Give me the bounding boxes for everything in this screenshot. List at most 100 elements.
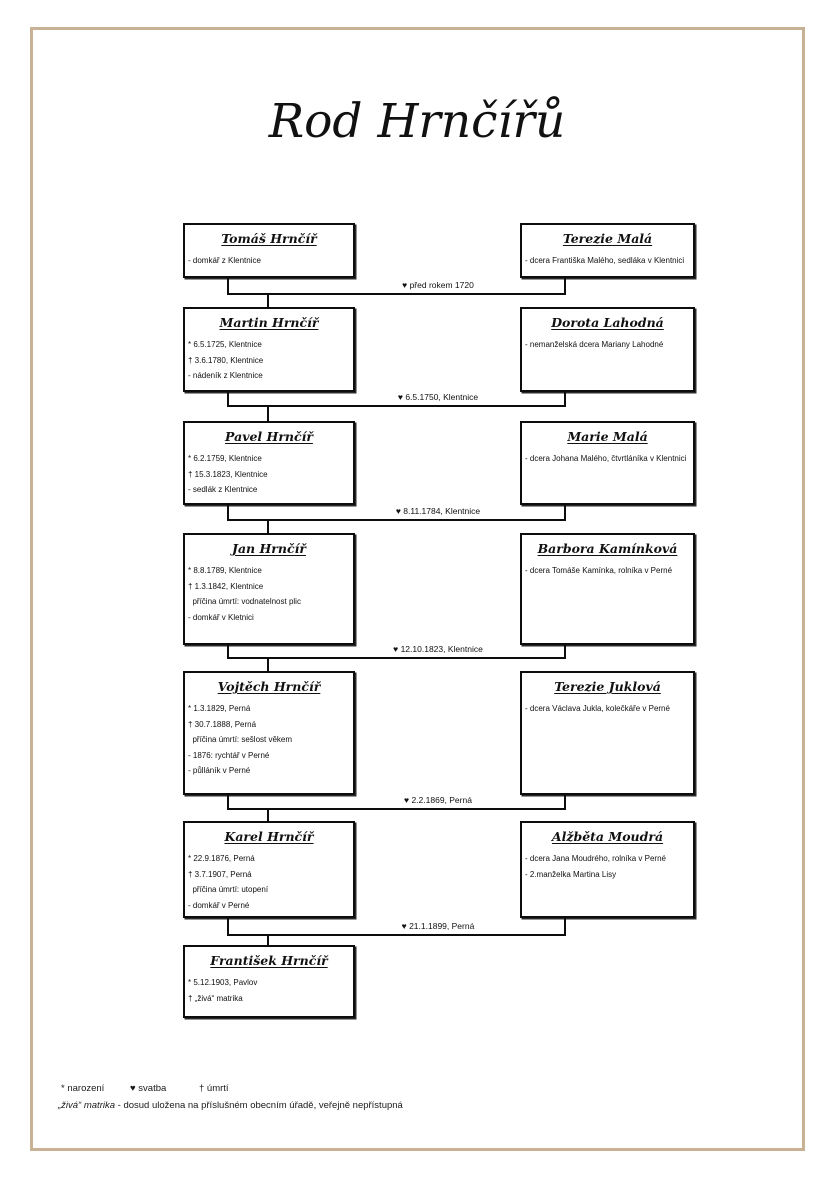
- person-box-dorota-lahodna: Dorota Lahodná - nemanželská dcera Maria…: [520, 307, 695, 392]
- person-detail-line: příčina úmrtí: utopení: [188, 885, 269, 894]
- person-detail-line: † 15.3.1823, Klentnice: [188, 469, 268, 479]
- person-box-terezie-juklova: Terezie Juklová - dcera Václava Jukla, k…: [520, 671, 695, 795]
- person-details: - dcera Johana Malého, čtvrtláníka v Kle…: [522, 451, 693, 467]
- person-name: Vojtěch Hrnčíř: [217, 679, 321, 694]
- person-detail-line: * 1.3.1829, Perná: [188, 704, 251, 713]
- person-detail-line: příčina úmrtí: vodnatelnost plic: [188, 597, 301, 606]
- person-detail-line: - dcera Johana Malého, čtvrtláníka v Kle…: [525, 454, 687, 463]
- descent-line-g2: [267, 405, 269, 421]
- legend-death: † úmrtí: [199, 1083, 229, 1094]
- legend-note: „živá“ matrika - dosud uložena na příslu…: [58, 1099, 403, 1112]
- person-details: - dcera Václava Jukla, kolečkáře v Perné: [522, 701, 693, 717]
- person-details: * 8.8.1789, Klentnice † 1.3.1842, Klentn…: [185, 563, 353, 625]
- person-detail-line: - domkář z Klentnice: [188, 256, 261, 265]
- person-detail-line: * 8.8.1789, Klentnice: [188, 566, 262, 575]
- person-box-vojtech-hrncir: Vojtěch Hrnčíř * 1.3.1829, Perná † 30.7.…: [183, 671, 355, 795]
- marriage-label-g6: ♥ 21.1.1899, Perná: [401, 921, 475, 931]
- person-box-tomas-hrncir: Tomáš Hrnčíř - domkář z Klentnice: [183, 223, 355, 278]
- person-detail-line: † 3.6.1780, Klentnice: [188, 355, 264, 365]
- wife-stub-g1: [564, 278, 566, 293]
- marriage-line-g6: [227, 934, 566, 936]
- person-details: * 6.5.1725, Klentnice † 3.6.1780, Klentn…: [185, 337, 353, 384]
- person-detail-line: † 30.7.1888, Perná: [188, 719, 257, 729]
- person-name: Terezie Malá: [562, 231, 653, 246]
- person-name: Martin Hrnčíř: [219, 315, 319, 330]
- person-name: Marie Malá: [567, 429, 648, 444]
- legend-wedding: ♥ svatba: [130, 1083, 167, 1094]
- person-detail-line: - nádeník z Klentnice: [188, 371, 263, 380]
- person-details: - dcera Tomáše Kamínka, rolníka v Perné: [522, 563, 693, 579]
- person-box-pavel-hrncir: Pavel Hrnčíř * 6.2.1759, Klentnice † 15.…: [183, 421, 355, 505]
- husband-stub-g5: [227, 795, 229, 808]
- person-details: - dcera Františka Malého, sedláka v Klen…: [522, 253, 693, 269]
- page-border-frame: [30, 27, 805, 1151]
- person-details: * 6.2.1759, Klentnice † 15.3.1823, Klent…: [185, 451, 353, 498]
- wife-stub-g5: [564, 795, 566, 808]
- person-detail-line: - domkář v Perné: [188, 900, 250, 910]
- person-details: * 22.9.1876, Perná † 3.7.1907, Perná pří…: [185, 851, 353, 913]
- marriage-line-g4: [227, 657, 566, 659]
- person-detail-line: - půlláník v Perné: [188, 766, 251, 775]
- person-box-marie-mala: Marie Malá - dcera Johana Malého, čtvrtl…: [520, 421, 695, 505]
- person-name: Pavel Hrnčíř: [225, 429, 313, 444]
- descent-line-g3: [267, 519, 269, 533]
- descent-line-g6: [267, 934, 269, 945]
- person-name: František Hrnčíř: [210, 953, 328, 968]
- person-box-frantisek-hrncir: František Hrnčíř * 5.12.1903, Pavlov † „…: [183, 945, 355, 1018]
- person-box-barbora-kaminkova: Barbora Kamínková - dcera Tomáše Kamínka…: [520, 533, 695, 645]
- legend: * narození ♥ svatba † úmrtí: [61, 1082, 229, 1095]
- person-name: Karel Hrnčíř: [224, 829, 314, 844]
- person-box-jan-hrncir: Jan Hrnčíř * 8.8.1789, Klentnice † 1.3.1…: [183, 533, 355, 645]
- person-name: Tomáš Hrnčíř: [221, 231, 317, 246]
- page-title: Rod Hrnčířů: [268, 94, 566, 149]
- husband-stub-g2: [227, 392, 229, 405]
- person-detail-line: - dcera Františka Malého, sedláka v Klen…: [525, 256, 685, 265]
- person-detail-line: - 2.manželka Martina Lisy: [525, 869, 617, 879]
- person-detail-line: † 3.7.1907, Perná: [188, 869, 252, 879]
- person-details: * 1.3.1829, Perná † 30.7.1888, Perná pří…: [185, 701, 353, 779]
- legend-birth: * narození: [61, 1083, 105, 1094]
- legend-note-term: „živá“ matrika: [58, 1100, 116, 1111]
- person-detail-line: * 22.9.1876, Perná: [188, 854, 255, 863]
- person-detail-line: příčina úmrtí: sešlost věkem: [188, 735, 293, 744]
- marriage-label-g3: ♥ 8.11.1784, Klentnice: [395, 506, 481, 516]
- person-detail-line: - domkář v Kletnici: [188, 612, 254, 622]
- person-name: Barbora Kamínková: [537, 541, 678, 556]
- wife-stub-g2: [564, 392, 566, 405]
- person-detail-line: † 1.3.1842, Klentnice: [188, 581, 264, 591]
- marriage-line-g5: [227, 808, 566, 810]
- person-name: Jan Hrnčíř: [232, 541, 306, 556]
- marriage-label-g1: ♥ před rokem 1720: [402, 280, 474, 290]
- person-detail-line: † „živá“ matrika: [188, 993, 243, 1003]
- person-details: - nemanželská dcera Mariany Lahodné: [522, 337, 693, 353]
- person-detail-line: - sedlák z Klentnice: [188, 485, 258, 494]
- person-detail-line: * 5.12.1903, Pavlov: [188, 978, 258, 987]
- legend-note-text: - dosud uložena na příslušném obecním úř…: [115, 1100, 403, 1111]
- person-name: Alžběta Moudrá: [551, 829, 664, 844]
- person-detail-line: - nemanželská dcera Mariany Lahodné: [525, 340, 664, 349]
- person-name: Dorota Lahodná: [551, 315, 664, 330]
- marriage-label-g2: ♥ 6.5.1750, Klentnice: [397, 392, 479, 402]
- person-name: Terezie Juklová: [554, 679, 661, 694]
- marriage-label-g4: ♥ 12.10.1823, Klentnice: [393, 644, 483, 654]
- person-detail-line: * 6.5.1725, Klentnice: [188, 340, 262, 349]
- person-details: - domkář z Klentnice: [185, 253, 353, 269]
- marriage-line-g1: [227, 293, 566, 295]
- person-details: - dcera Jana Moudrého, rolníka v Perné -…: [522, 851, 693, 882]
- person-detail-line: - dcera Václava Jukla, kolečkáře v Perné: [525, 704, 670, 713]
- person-details: * 5.12.1903, Pavlov † „živá“ matrika: [185, 975, 353, 1006]
- descent-line-g1: [267, 293, 269, 307]
- husband-stub-g1: [227, 278, 229, 293]
- wife-stub-g3: [564, 505, 566, 519]
- marriage-label-g5: ♥ 2.2.1869, Perná: [404, 795, 472, 805]
- descent-line-g5: [267, 808, 269, 821]
- person-box-terezie-mala: Terezie Malá - dcera Františka Malého, s…: [520, 223, 695, 278]
- marriage-line-g2: [227, 405, 566, 407]
- husband-stub-g6: [227, 918, 229, 934]
- person-detail-line: - dcera Tomáše Kamínka, rolníka v Perné: [525, 566, 673, 575]
- wife-stub-g6: [564, 918, 566, 934]
- descent-line-g4: [267, 657, 269, 671]
- person-detail-line: * 6.2.1759, Klentnice: [188, 454, 262, 463]
- wife-stub-g4: [564, 645, 566, 657]
